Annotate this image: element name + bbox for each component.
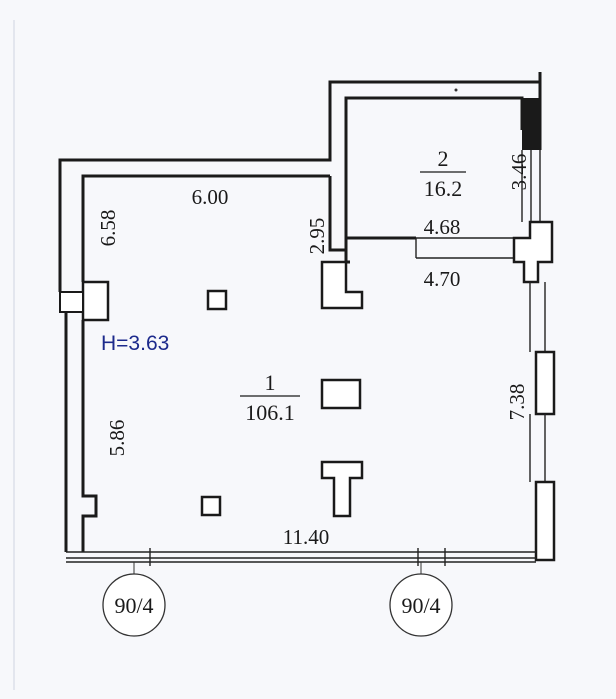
column-upper-left [206, 289, 228, 311]
marker-dot [454, 88, 458, 92]
dim-inner-partition: 2.95 [305, 218, 329, 255]
column-t-shape [320, 460, 364, 518]
dim-room2-wall-bottom: 4.70 [424, 267, 461, 291]
room-2-area: 16.2 [424, 176, 463, 201]
room2-partition-left [344, 236, 416, 250]
dim-room2-right: 3.46 [507, 154, 531, 191]
outer-walls [58, 72, 556, 566]
dim-room2-wall-top: 4.68 [424, 215, 461, 239]
outer-wall-top-outline [58, 72, 542, 186]
right-wall-pier-3 [534, 480, 556, 562]
right-pier-junction [512, 220, 554, 284]
inner-partition [328, 176, 346, 252]
ceiling-height-label: H=3.63 [101, 332, 169, 355]
axis-2-label: 90/4 [401, 593, 440, 618]
left-wall-pier [81, 280, 110, 322]
dim-right-main: 7.38 [505, 384, 529, 421]
axis-2-circle [389, 573, 453, 637]
left-wall-opening [59, 291, 84, 313]
dim-left-lower: 5.86 [105, 420, 129, 457]
room-1-area: 106.1 [245, 400, 295, 425]
dim-bottom-main: 11.40 [283, 525, 329, 549]
inner-partition-pier [320, 260, 364, 310]
right-wall-pier-1 [522, 98, 540, 150]
axis-1-circle [102, 573, 166, 637]
left-wall-lower-inner [81, 320, 98, 552]
room-1-number: 1 [265, 370, 276, 395]
right-wall-pier-2 [534, 350, 556, 416]
dim-top-main: 6.00 [192, 185, 229, 209]
axis-1-label: 90/4 [114, 593, 153, 618]
outer-wall-top-inner [81, 174, 330, 186]
room-2-number: 2 [438, 146, 449, 171]
room2-partition-left-lower [344, 250, 350, 264]
column-center [320, 378, 362, 410]
column-lower-left [200, 495, 222, 517]
columns [200, 289, 364, 518]
dim-left-upper: 6.58 [96, 210, 120, 247]
